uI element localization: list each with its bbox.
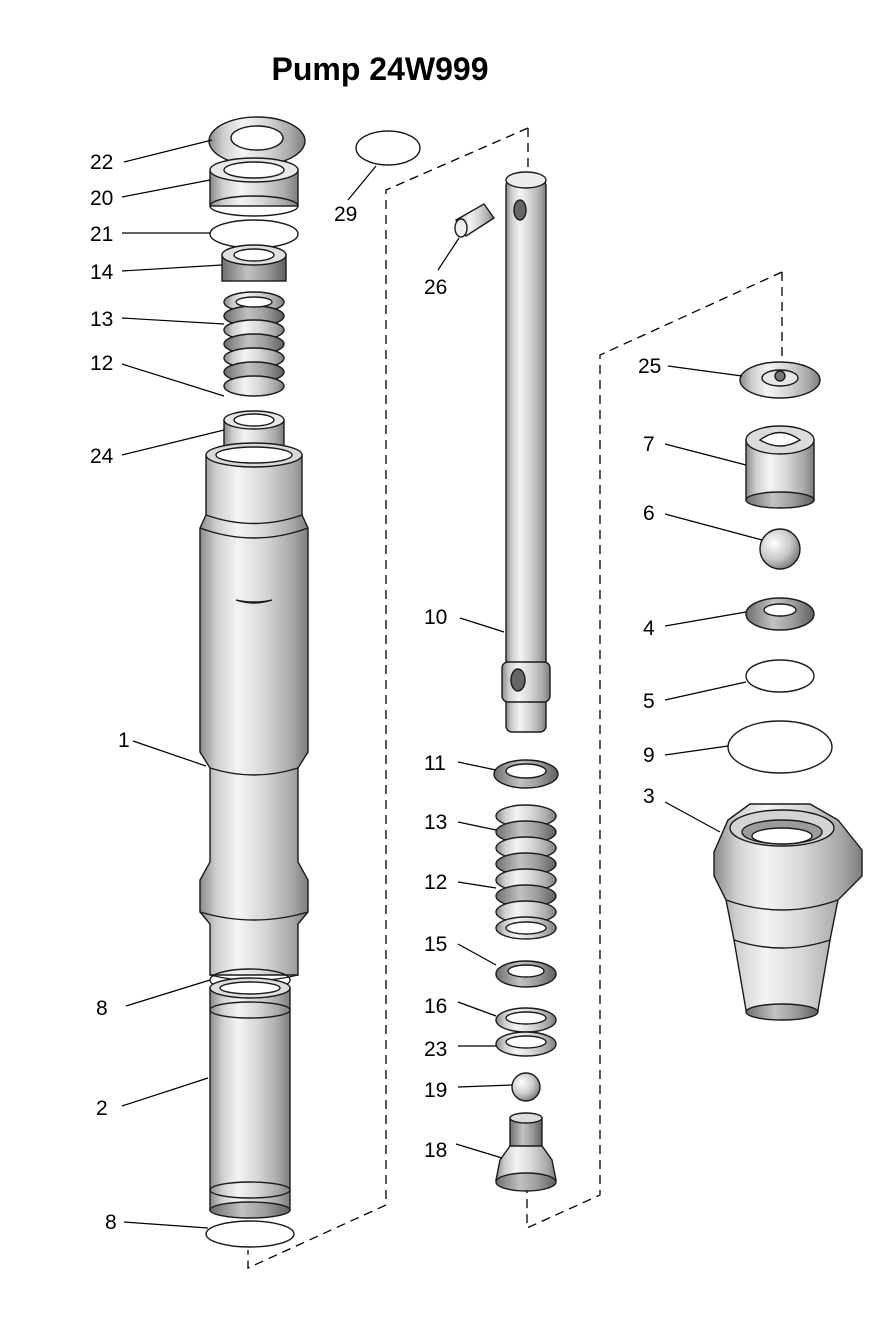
callout-13-left: 13 [90,308,113,331]
part-20-nut [209,157,299,217]
callout-13-mid: 13 [424,811,447,834]
part-21-oring [209,219,299,249]
part-9-oring [727,720,833,774]
middle-stack [355,130,559,1192]
callout-19: 19 [424,1079,447,1102]
part-1-cylinder [199,442,309,982]
assembly-lines [247,127,783,1270]
assembly-line-right [526,271,783,1230]
part-18-valve [495,1112,557,1192]
part-4-seat [745,597,815,631]
part-8-oring-bottom [205,1220,295,1248]
part-26-pin [454,203,495,238]
callout-23: 23 [424,1038,447,1061]
callout-21: 21 [90,223,113,246]
part-13-12-packings-lower [495,804,557,940]
part-7-guide [745,425,815,509]
assembly-line-left [247,127,529,1270]
part-2-sleeve [209,977,291,1219]
callout-18: 18 [424,1139,447,1162]
callout-11: 11 [424,752,446,775]
callout-labels: 22 20 21 14 13 12 24 1 8 2 8 29 26 10 11… [90,151,661,1234]
callout-9: 9 [643,744,655,767]
part-25-cage [739,361,821,399]
callout-8-bottom: 8 [105,1211,117,1234]
callout-15: 15 [424,933,447,956]
part-13-12-packings [223,291,285,397]
part-5-oring [745,659,815,693]
callout-8-top: 8 [96,997,108,1020]
part-19-ball [511,1072,541,1102]
part-22-washer [208,116,306,166]
callout-12-left: 12 [90,352,113,375]
callout-7: 7 [643,433,655,456]
callout-10: 10 [424,606,447,629]
callout-5: 5 [643,690,655,713]
callout-2: 2 [96,1097,108,1120]
callout-4: 4 [643,617,655,640]
callout-12-mid: 12 [424,871,447,894]
left-stack [199,116,309,1248]
callout-26: 26 [424,276,447,299]
right-stack [713,361,863,1021]
part-10-rod [501,171,551,733]
callout-1: 1 [118,729,130,752]
part-6-ball [759,528,801,570]
callout-6: 6 [643,502,655,525]
part-16-23-rings [495,1007,557,1057]
callout-16: 16 [424,995,447,1018]
part-15-gland [495,960,557,988]
callout-29: 29 [334,203,357,226]
callout-22: 22 [90,151,113,174]
callout-25: 25 [638,355,661,378]
part-14-gland [221,244,287,282]
diagram-title: Pump 24W999 [272,51,489,87]
callout-20: 20 [90,187,113,210]
callout-14: 14 [90,261,114,284]
part-11-gland [493,759,559,789]
part-3-housing [713,803,863,1021]
part-29-oring [355,130,421,166]
leader-lines [121,139,763,1229]
callout-3: 3 [643,785,655,808]
callout-24: 24 [90,445,114,468]
